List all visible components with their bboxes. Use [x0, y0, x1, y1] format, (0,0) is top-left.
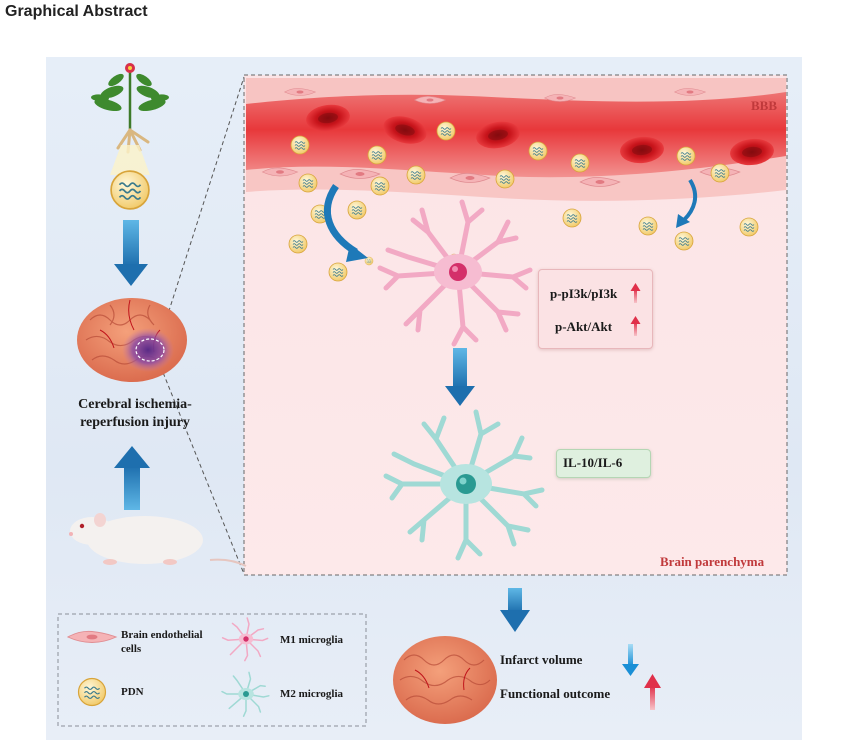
legend-endothelial-line2: cells [121, 643, 142, 655]
il-ratio-box [556, 449, 651, 478]
legend-m1-icon [221, 617, 269, 662]
pi3k-up-arrow [630, 283, 641, 303]
injury-label-line2: reperfusion injury [80, 415, 190, 430]
legend-box [57, 613, 367, 727]
il-ratio-label: IL-10/IL-6 [563, 455, 623, 470]
zoom-to-outcome-arrow [500, 588, 530, 632]
extravasation-arrow-left [323, 184, 358, 255]
pdn-to-brain-arrow [114, 220, 148, 286]
rat-illustration [69, 513, 247, 567]
injury-label-line1: Cerebral ischemia- [78, 397, 192, 412]
outcome-brain [393, 636, 497, 724]
parenchyma-label: Brain parenchyma [660, 554, 765, 569]
m2-microglia-main [383, 409, 545, 561]
rat-to-brain-arrow [114, 446, 150, 510]
legend-pdn-label: PDN [121, 686, 144, 698]
marker-pi3k: p-pI3k/pI3k [550, 286, 617, 302]
functional-up-arrow [644, 674, 661, 710]
akt-up-arrow [630, 316, 641, 336]
bbb-label: BBB [751, 98, 778, 113]
outcome-infarct: Infarct volume [500, 652, 583, 667]
zoom-connector-top [157, 76, 245, 346]
ischemic-brain [77, 298, 187, 382]
legend-m1-label: M1 microglia [280, 634, 344, 646]
legend-endothelial-label: Brain endothelial cells [121, 628, 203, 656]
marker-akt-text: p-Akt/Akt [555, 319, 613, 334]
extravasation-arrow-right [682, 178, 698, 222]
injury-label: Cerebral ischemia- reperfusion injury [70, 396, 200, 432]
legend-endothelial-line1: Brain endothelial [121, 629, 203, 641]
m1-microglia-main [377, 199, 533, 347]
marker-pi3k-text: p-pI3k/pI3k [550, 286, 618, 301]
legend-m2-label: M2 microglia [280, 688, 344, 700]
plant-illustration [91, 63, 169, 210]
outcome-functional: Functional outcome [500, 686, 611, 701]
infarct-down-arrow [622, 644, 639, 676]
page-title: Graphical Abstract [5, 3, 148, 20]
m1-to-m2-arrow [445, 348, 475, 406]
zoom-connector-bottom [157, 359, 245, 575]
marker-akt: p-Akt/Akt [555, 319, 612, 335]
legend-m2-icon [221, 671, 270, 717]
pi3k-akt-marker-box [538, 269, 653, 349]
